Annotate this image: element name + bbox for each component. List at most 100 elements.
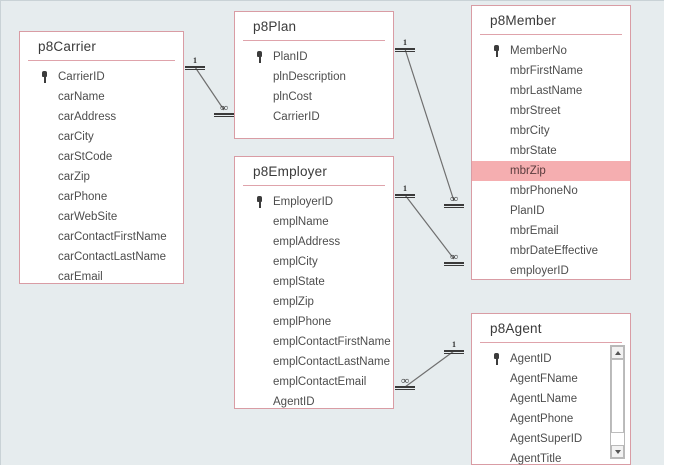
field-label: mbrFirstName xyxy=(510,65,583,77)
table-title-divider xyxy=(243,40,385,41)
relationship-many-marker-agent-employer: ∞ xyxy=(395,376,415,390)
field-row[interactable]: emplAddress xyxy=(235,232,393,252)
one-symbol: 1 xyxy=(403,184,407,193)
field-label: MemberNo xyxy=(510,45,567,57)
field-row-selected[interactable]: mbrZip xyxy=(472,161,630,181)
field-row[interactable]: AgentTitle xyxy=(472,449,630,465)
field-label: plnDescription xyxy=(273,71,346,83)
relationship-many-marker-employer-member: ∞ xyxy=(444,252,464,266)
primary-key-icon xyxy=(494,45,499,57)
field-label: emplPhone xyxy=(273,316,332,328)
field-label: emplAddress xyxy=(273,236,341,248)
field-row[interactable]: EmployerID xyxy=(235,192,393,212)
field-row[interactable]: PlanID xyxy=(472,201,630,221)
field-row[interactable]: emplState xyxy=(235,272,393,292)
marker-bar xyxy=(185,66,205,68)
one-symbol: 1 xyxy=(452,340,456,349)
field-row[interactable]: CarrierID xyxy=(20,67,183,87)
field-row[interactable]: carEmail xyxy=(20,267,183,287)
marker-bar-thin xyxy=(214,116,234,117)
field-row[interactable]: carContactLastName xyxy=(20,247,183,267)
primary-key-icon xyxy=(257,51,262,63)
field-row[interactable]: employerID xyxy=(472,261,630,281)
field-row[interactable]: carWebSite xyxy=(20,207,183,227)
field-row[interactable]: emplPhone xyxy=(235,312,393,332)
field-row[interactable]: carContactFirstName xyxy=(20,227,183,247)
marker-bar-thin xyxy=(395,51,415,52)
field-row[interactable]: AgentPhone xyxy=(472,409,630,429)
table-title: p8Carrier xyxy=(38,39,97,54)
field-label: employerID xyxy=(510,265,569,277)
field-row[interactable]: mbrCity xyxy=(472,121,630,141)
field-row[interactable]: mbrPhoneNo xyxy=(472,181,630,201)
vertical-scrollbar[interactable] xyxy=(610,345,625,459)
field-row[interactable]: AgentFName xyxy=(472,369,630,389)
field-label: carAddress xyxy=(58,111,117,123)
field-row[interactable]: AgentID xyxy=(235,392,393,412)
scrollbar-thumb[interactable] xyxy=(611,359,624,433)
field-row[interactable]: carCity xyxy=(20,127,183,147)
field-row[interactable]: AgentID xyxy=(472,349,630,369)
field-row[interactable]: AgentSuperID xyxy=(472,429,630,449)
marker-bar xyxy=(444,204,464,206)
relationship-line-plan-member[interactable] xyxy=(404,48,455,202)
field-row[interactable]: carAddress xyxy=(20,107,183,127)
table-title: p8Member xyxy=(490,13,557,28)
field-label: mbrDateEffective xyxy=(510,245,598,257)
field-row[interactable]: mbrState xyxy=(472,141,630,161)
field-label: AgentTitle xyxy=(510,453,562,465)
field-label: carStCode xyxy=(58,151,113,163)
field-row[interactable]: emplZip xyxy=(235,292,393,312)
field-label: PlanID xyxy=(273,51,308,63)
field-label: mbrEmail xyxy=(510,225,559,237)
field-row[interactable]: plnCost xyxy=(235,87,393,107)
field-row[interactable]: mbrLastName xyxy=(472,81,630,101)
table-title: p8Agent xyxy=(490,321,542,336)
field-label: EmployerID xyxy=(273,196,334,208)
field-row[interactable]: AgentLName xyxy=(472,389,630,409)
field-row[interactable]: mbrEmail xyxy=(472,221,630,241)
field-row[interactable]: mbrStreet xyxy=(472,101,630,121)
field-label: mbrLastName xyxy=(510,85,583,97)
field-row[interactable]: carPhone xyxy=(20,187,183,207)
marker-bar xyxy=(214,113,234,115)
field-row[interactable]: PlanID xyxy=(235,47,393,67)
field-row[interactable]: emplName xyxy=(235,212,393,232)
field-label: emplCity xyxy=(273,256,318,268)
one-symbol: 1 xyxy=(193,56,197,65)
field-label: plnCost xyxy=(273,91,312,103)
field-row[interactable]: carStCode xyxy=(20,147,183,167)
field-label: carContactFirstName xyxy=(58,231,167,243)
field-row[interactable]: CarrierID xyxy=(235,107,393,127)
field-label: CarrierID xyxy=(273,111,320,123)
marker-bar xyxy=(444,262,464,264)
one-symbol: 1 xyxy=(403,38,407,47)
field-label: mbrState xyxy=(510,145,557,157)
field-label: carPhone xyxy=(58,191,108,203)
field-row[interactable]: plnDescription xyxy=(235,67,393,87)
relationship-one-marker-employer-member: 1 xyxy=(395,185,415,198)
field-row[interactable]: MemberNo xyxy=(472,41,630,61)
field-row[interactable]: emplContactFirstName xyxy=(235,332,393,352)
table-title-divider xyxy=(28,60,175,61)
scroll-up-arrow-icon[interactable] xyxy=(611,346,624,359)
field-row[interactable]: carZip xyxy=(20,167,183,187)
marker-bar xyxy=(444,350,464,352)
field-row[interactable]: emplCity xyxy=(235,252,393,272)
scroll-down-arrow-icon[interactable] xyxy=(611,445,624,458)
field-label: carCity xyxy=(58,131,94,143)
field-row[interactable]: emplContactEmail xyxy=(235,372,393,392)
marker-bar-thin xyxy=(395,197,415,198)
field-row[interactable]: mbrFirstName xyxy=(472,61,630,81)
field-row[interactable]: carName xyxy=(20,87,183,107)
field-row[interactable]: emplContactLastName xyxy=(235,352,393,372)
field-row[interactable]: mbrDateEffective xyxy=(472,241,630,261)
